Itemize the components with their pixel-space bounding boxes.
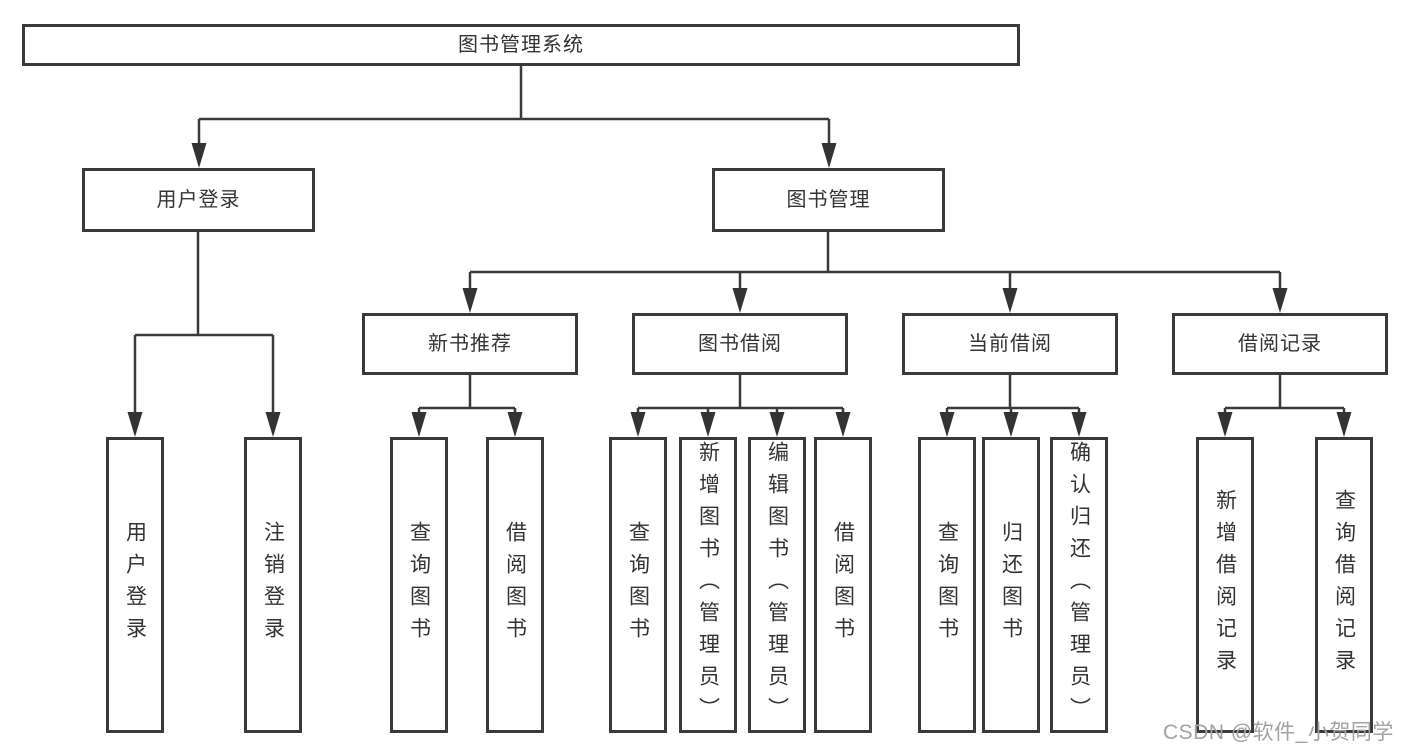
leaf-query-books-borrow: 查询图书 <box>609 437 667 733</box>
connector-book-management-to-level3 <box>462 232 1288 313</box>
connector-user-login-to-leaves <box>127 232 281 437</box>
arrowhead <box>411 412 427 437</box>
leaf-borrow-books: 借阅图书 <box>814 437 872 733</box>
node-label: 图书管理 <box>786 189 871 211</box>
node-label: 查询借阅记录 <box>1332 489 1356 681</box>
node-label: 借阅图书 <box>503 521 527 649</box>
arrowhead <box>1003 412 1019 437</box>
csdn-watermark: CSDN @软件_小贺同学 <box>1163 721 1394 744</box>
leaf-logout: 注销登录 <box>244 437 302 733</box>
leaf-confirm-return-admin: 确认归还（管理员） <box>1050 437 1108 733</box>
arrowhead <box>1002 288 1018 313</box>
arrowhead <box>630 412 646 437</box>
arrowhead <box>265 412 281 437</box>
leaf-add-books-admin: 新增图书（管理员） <box>679 437 737 733</box>
node-label: 图书管理系统 <box>458 34 584 56</box>
node-user-login: 用户登录 <box>82 168 315 232</box>
node-label: 新书推荐 <box>428 333 512 355</box>
node-label: 编辑图书（管理员） <box>765 441 789 729</box>
node-label: 归还图书 <box>999 521 1023 649</box>
leaf-add-borrow-record: 新增借阅记录 <box>1196 437 1254 733</box>
arrowhead <box>1272 288 1288 313</box>
leaf-query-books-recommend: 查询图书 <box>390 437 448 733</box>
arrowhead <box>1336 412 1352 437</box>
node-label: 查询图书 <box>407 521 431 649</box>
leaf-query-books-current: 查询图书 <box>918 437 976 733</box>
leaf-user-login: 用户登录 <box>106 437 164 733</box>
connector-line <box>945 375 1081 414</box>
connector-line <box>636 375 845 414</box>
arrowhead <box>127 412 143 437</box>
leaf-query-borrow-record: 查询借阅记录 <box>1315 437 1373 733</box>
arrowhead <box>939 412 955 437</box>
leaf-edit-books-admin: 编辑图书（管理员） <box>748 437 806 733</box>
node-label: 注销登录 <box>261 521 285 649</box>
node-borrow-records: 借阅记录 <box>1172 313 1388 375</box>
node-new-book-recommend: 新书推荐 <box>362 313 578 375</box>
arrowhead <box>462 288 478 313</box>
node-label: 借阅记录 <box>1238 333 1322 355</box>
connector-line <box>197 66 831 144</box>
node-label: 图书借阅 <box>698 333 782 355</box>
arrowhead <box>732 288 748 313</box>
leaf-return-books: 归还图书 <box>982 437 1040 733</box>
connector-current-borrow-to-leaves <box>939 375 1087 437</box>
node-label: 新增借阅记录 <box>1213 489 1237 681</box>
node-label: 新增图书（管理员） <box>696 441 720 729</box>
connector-line <box>417 375 517 414</box>
connector-book-borrow-to-leaves <box>630 375 851 437</box>
arrowhead <box>700 412 716 437</box>
connector-root-to-level2 <box>191 66 837 168</box>
arrowhead <box>835 412 851 437</box>
node-book-borrow: 图书借阅 <box>632 313 848 375</box>
arrowhead <box>1071 412 1087 437</box>
node-label: 借阅图书 <box>831 521 855 649</box>
node-label: 确认归还（管理员） <box>1067 441 1091 729</box>
connector-line <box>468 232 1282 290</box>
arrowhead <box>191 143 207 168</box>
node-current-borrow: 当前借阅 <box>902 313 1118 375</box>
node-root: 图书管理系统 <box>22 24 1020 66</box>
connector-line <box>133 232 275 414</box>
arrowhead <box>507 412 523 437</box>
arrowhead <box>821 143 837 168</box>
connector-new-book-to-leaves <box>411 375 523 437</box>
node-label: 查询图书 <box>935 521 959 649</box>
node-label: 用户登录 <box>156 189 241 211</box>
node-label: 用户登录 <box>123 521 147 649</box>
leaf-borrow-books-recommend: 借阅图书 <box>486 437 544 733</box>
connector-borrow-records-to-leaves <box>1217 375 1352 437</box>
node-label: 查询图书 <box>626 521 650 649</box>
connector-line <box>1223 375 1346 414</box>
arrowhead <box>1217 412 1233 437</box>
node-book-management: 图书管理 <box>712 168 945 232</box>
node-label: 当前借阅 <box>968 333 1052 355</box>
arrowhead <box>769 412 785 437</box>
